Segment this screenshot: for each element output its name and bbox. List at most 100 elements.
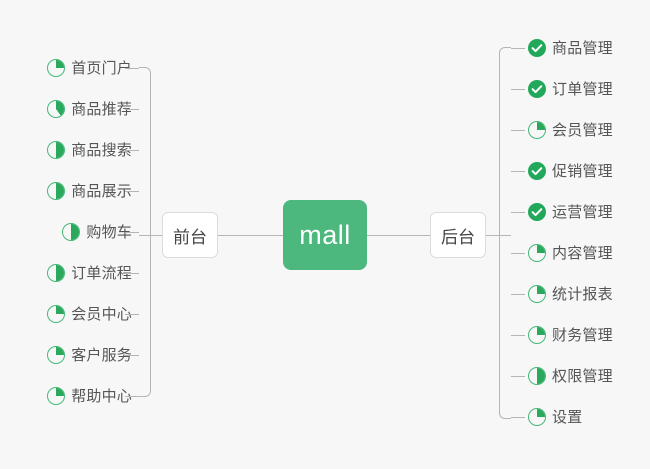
leaf-connector <box>125 355 139 356</box>
leaf-item-label: 商品推荐 <box>71 100 132 118</box>
progress-pie-icon <box>47 264 66 282</box>
progress-pie-icon <box>62 223 81 241</box>
progress-pie-wedge <box>48 183 65 199</box>
progress-pie-wedge <box>529 409 545 425</box>
leaf-item-back-4[interactable]: 运营管理 <box>528 199 613 225</box>
progress-pie-icon <box>47 100 66 118</box>
leaf-item-label: 商品展示 <box>71 182 132 200</box>
check-icon <box>528 162 546 180</box>
connector-root-to-front <box>218 235 283 236</box>
leaf-item-back-2[interactable]: 会员管理 <box>528 117 613 143</box>
leaf-item-label: 内容管理 <box>552 244 613 262</box>
leaf-item-back-6[interactable]: 统计报表 <box>528 281 613 307</box>
leaf-item-back-5[interactable]: 内容管理 <box>528 240 613 266</box>
leaf-item-front-6[interactable]: 会员中心 <box>47 301 132 327</box>
connector-back-to-spine <box>486 235 511 236</box>
leaf-connector <box>511 335 525 336</box>
leaf-connector <box>125 150 139 151</box>
progress-pie-wedge <box>529 245 545 261</box>
leaf-item-front-7[interactable]: 客户服务 <box>47 342 132 368</box>
leaf-item-label: 商品管理 <box>552 39 613 57</box>
progress-pie-icon <box>47 305 66 323</box>
leaf-connector <box>125 68 139 69</box>
leaf-item-label: 订单流程 <box>71 264 132 282</box>
progress-pie-wedge <box>48 388 65 404</box>
progress-pie-icon <box>528 244 546 262</box>
leaf-item-label: 运营管理 <box>552 203 613 221</box>
progress-pie-icon <box>47 59 66 77</box>
leaf-item-label: 商品搜索 <box>71 141 132 159</box>
leaf-item-back-1[interactable]: 订单管理 <box>528 76 613 102</box>
branch-node-front-label: 前台 <box>173 227 207 247</box>
progress-pie-icon <box>47 387 66 405</box>
progress-pie-icon <box>528 408 546 426</box>
progress-pie-icon <box>47 141 66 159</box>
leaf-item-label: 财务管理 <box>552 326 613 344</box>
leaf-connector <box>511 48 525 49</box>
leaf-item-front-5[interactable]: 订单流程 <box>47 260 132 286</box>
leaf-item-front-1[interactable]: 商品推荐 <box>47 96 132 122</box>
leaf-connector <box>511 89 525 90</box>
leaf-connector <box>125 232 139 233</box>
leaf-connector <box>125 273 139 274</box>
leaf-item-label: 统计报表 <box>552 285 613 303</box>
branch-spine-front <box>139 67 151 397</box>
progress-pie-wedge <box>48 101 65 117</box>
progress-pie-icon <box>528 326 546 344</box>
leaf-item-back-7[interactable]: 财务管理 <box>528 322 613 348</box>
leaf-connector <box>511 376 525 377</box>
check-icon <box>528 39 546 57</box>
progress-pie-icon <box>528 285 546 303</box>
leaf-item-label: 首页门户 <box>71 59 132 77</box>
leaf-item-label: 设置 <box>552 408 583 426</box>
leaf-item-back-3[interactable]: 促销管理 <box>528 158 613 184</box>
leaf-item-label: 会员中心 <box>71 305 132 323</box>
progress-pie-wedge <box>529 286 545 302</box>
progress-pie-wedge <box>48 265 65 281</box>
leaf-item-front-3[interactable]: 商品展示 <box>47 178 132 204</box>
leaf-item-back-8[interactable]: 权限管理 <box>528 363 613 389</box>
progress-pie-wedge <box>48 347 65 363</box>
leaf-item-label: 会员管理 <box>552 121 613 139</box>
leaf-item-label: 客户服务 <box>71 346 132 364</box>
root-node-mall[interactable]: mall <box>283 200 367 270</box>
progress-pie-wedge <box>529 327 545 343</box>
progress-pie-wedge <box>63 224 80 240</box>
leaf-connector <box>125 191 139 192</box>
leaf-item-label: 订单管理 <box>552 80 613 98</box>
progress-pie-wedge <box>48 142 65 158</box>
leaf-item-front-0[interactable]: 首页门户 <box>47 55 132 81</box>
leaf-connector <box>511 212 525 213</box>
leaf-connector <box>125 109 139 110</box>
connector-root-to-back <box>367 235 430 236</box>
leaf-connector <box>511 171 525 172</box>
branch-node-front[interactable]: 前台 <box>162 212 218 258</box>
leaf-item-label: 促销管理 <box>552 162 613 180</box>
leaf-item-label: 权限管理 <box>552 367 613 385</box>
progress-pie-wedge <box>529 122 545 138</box>
check-icon <box>528 203 546 221</box>
branch-node-back-label: 后台 <box>441 227 475 247</box>
progress-pie-icon <box>47 182 66 200</box>
progress-pie-wedge <box>48 306 65 322</box>
leaf-connector <box>125 314 139 315</box>
leaf-connector <box>511 294 525 295</box>
leaf-item-front-2[interactable]: 商品搜索 <box>47 137 132 163</box>
leaf-item-front-4[interactable]: 购物车 <box>62 219 132 245</box>
progress-pie-icon <box>47 346 66 364</box>
leaf-item-back-0[interactable]: 商品管理 <box>528 35 613 61</box>
branch-node-back[interactable]: 后台 <box>430 212 486 258</box>
leaf-item-front-8[interactable]: 帮助中心 <box>47 383 132 409</box>
leaf-item-back-9[interactable]: 设置 <box>528 404 582 430</box>
progress-pie-icon <box>528 121 546 139</box>
progress-pie-wedge <box>48 60 65 76</box>
leaf-connector <box>125 396 139 397</box>
leaf-connector <box>511 253 525 254</box>
leaf-connector <box>511 130 525 131</box>
leaf-connector <box>511 417 525 418</box>
leaf-item-label: 购物车 <box>86 223 132 241</box>
branch-spine-back <box>499 47 511 419</box>
progress-pie-wedge <box>529 368 545 384</box>
check-icon <box>528 80 546 98</box>
